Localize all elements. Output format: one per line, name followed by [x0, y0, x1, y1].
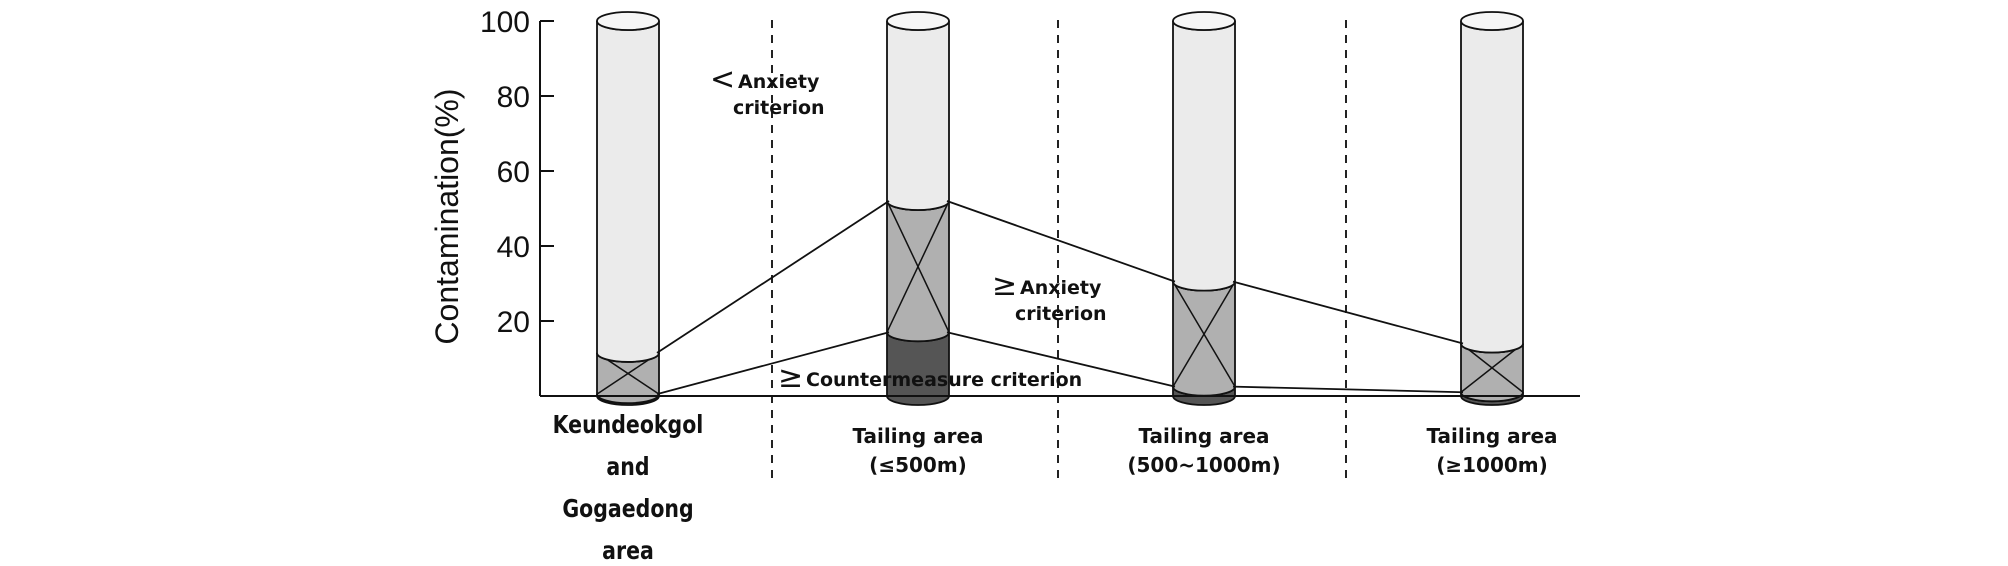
- segment-cross-line: [886, 200, 950, 333]
- category-label-line: (≤500m): [869, 453, 967, 477]
- annotation-symbol: <: [710, 62, 735, 97]
- cylinder-segment: [1172, 20, 1236, 292]
- segment-cross-line: [1460, 342, 1524, 393]
- category-label: Tailing area (≤500m): [852, 424, 983, 477]
- annotation: ≥Countermeasure criterion: [778, 360, 1082, 395]
- cylinder: [1172, 11, 1236, 406]
- y-tick-label: 40: [497, 231, 530, 264]
- connector-line: [656, 331, 890, 395]
- cylinder-segment: [596, 20, 660, 363]
- y-tick-label: 60: [497, 156, 530, 189]
- category-label: Tailing area (500~1000m): [1127, 424, 1280, 477]
- annotation-line: Anxiety: [1020, 277, 1102, 299]
- category-label-line: Tailing area: [852, 424, 983, 448]
- cylinder-top-cap: [886, 11, 950, 31]
- y-tick-label: 20: [497, 306, 530, 339]
- connector-line: [946, 200, 1176, 283]
- connector-line: [946, 331, 1176, 388]
- cylinder: [596, 11, 660, 406]
- category-label-line: Tailing area: [1426, 424, 1557, 448]
- connector-line: [1232, 280, 1464, 345]
- cylinder: [886, 11, 950, 406]
- category-label-line: and: [606, 453, 649, 481]
- annotation-line: Anxiety: [738, 71, 820, 93]
- annotation: ≥Anxiety criterion: [992, 268, 1107, 325]
- connector-lines: [656, 200, 1464, 395]
- annotation-text: Countermeasure criterion: [806, 369, 1082, 391]
- cylinder-top-cap: [596, 11, 660, 31]
- cylinder-top-cap: [1172, 11, 1236, 31]
- annotation-line: criterion: [733, 97, 825, 119]
- category-label-line: area: [602, 537, 654, 565]
- annotation-line: Countermeasure criterion: [806, 369, 1082, 391]
- annotation-symbol: ≥: [778, 360, 803, 395]
- cylinder: [1460, 11, 1524, 406]
- category-label-line: Tailing area: [1138, 424, 1269, 448]
- cylinder-top-cap: [1460, 11, 1524, 31]
- connector-line: [1232, 385, 1464, 394]
- category-label: Tailing area (≥1000m): [1426, 424, 1557, 477]
- y-tick-label: 100: [480, 6, 530, 39]
- annotation-text: Anxiety criterion: [733, 71, 825, 119]
- y-axis-title: Contamination(%): [429, 88, 465, 344]
- cylinder-segment: [1460, 20, 1524, 354]
- annotation-text: Anxiety criterion: [1015, 277, 1107, 325]
- annotation: <Anxiety criterion: [710, 62, 825, 119]
- category-separators: [771, 20, 1347, 482]
- segment-cross-line: [1172, 281, 1236, 388]
- annotation-line: criterion: [1015, 303, 1107, 325]
- category-label-line: Gogaedong: [562, 495, 693, 523]
- annotation-symbol: ≥: [992, 268, 1017, 303]
- category-label-line: (≥1000m): [1436, 453, 1548, 477]
- category-label-line: Keundeokgol: [553, 411, 704, 439]
- category-label-line: (500~1000m): [1127, 453, 1280, 477]
- cylinders: [596, 11, 1524, 406]
- cylinder-segment: [886, 20, 950, 211]
- y-tick-label: 80: [497, 81, 530, 114]
- connector-line: [656, 200, 890, 354]
